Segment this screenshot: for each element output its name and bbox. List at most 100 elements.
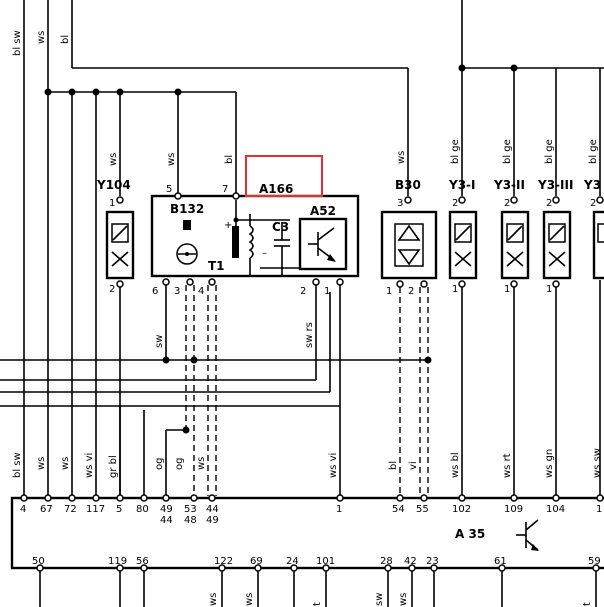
wire-label: bl (60, 35, 71, 44)
component-label: B132 (170, 202, 204, 216)
component-label: C3 (272, 220, 289, 234)
component-label: A52 (310, 204, 336, 218)
pin-label: 50 (32, 556, 45, 567)
wire-label: ws gn (544, 449, 555, 478)
highlight-box (245, 155, 323, 197)
wire-label: ws (196, 457, 207, 470)
pin-label: 80 (136, 504, 149, 515)
pin-label: 1 (324, 286, 330, 297)
svg-text:–: – (262, 248, 267, 259)
pin-label: 49 (160, 504, 173, 515)
pin-label: 44 (160, 515, 173, 526)
wire-label: gr bl (108, 455, 119, 478)
pin-label: 55 (416, 504, 429, 515)
pin-label: 2 (452, 198, 458, 209)
component-label: B30 (395, 178, 421, 192)
pin-label: 24 (286, 556, 299, 567)
lower-wire-labels: bl sw ws ws ws vi gr bl og og ws ws vi b… (12, 448, 603, 478)
pin-label: 104 (546, 504, 565, 515)
svg-text:+: + (224, 220, 232, 231)
wire-label: ws (398, 593, 409, 606)
pin-label: 69 (250, 556, 263, 567)
wire-label: t (582, 602, 593, 606)
wire-label: ws (166, 153, 177, 166)
component-label: A166 (259, 182, 293, 196)
wire-label: ws vi (328, 453, 339, 478)
wire-label: bl sw (12, 452, 23, 478)
component-label: Y3-III (537, 178, 573, 192)
component-label: Y3 (583, 178, 601, 192)
component-y3-1: Y3-I 2 1 (448, 178, 478, 295)
pin-label: 54 (392, 504, 405, 515)
component-label: Y104 (96, 178, 131, 192)
component-y3-2: Y3-II 2 1 (493, 178, 530, 295)
wire-label: bl sw (12, 30, 23, 56)
pin-label: 2 (504, 198, 510, 209)
pin-label: 117 (86, 504, 105, 515)
bottom-wires: ws ws t sw ws t (39, 571, 597, 607)
component-a35: 4 67 72 117 5 80 49 53 44 1 54 55 102 10… (10, 494, 604, 572)
pin-label: 101 (316, 556, 335, 567)
wire-label: bl ge (544, 139, 555, 164)
pin-label: 2 (109, 284, 115, 295)
component-label: Y3-I (448, 178, 475, 192)
component-b132: 5 7 B132 A166 T1 + – C3 A52 (150, 182, 360, 297)
pin-label: 5 (116, 504, 122, 515)
pin-label: 53 (184, 504, 197, 515)
pin-label: 119 (108, 556, 127, 567)
pin-label: 7 (222, 184, 228, 195)
pin-label: 49 (206, 515, 219, 526)
pin-label: 4 (20, 504, 26, 515)
pin-label: 61 (494, 556, 507, 567)
pin-label: 3 (174, 286, 180, 297)
wire-label: ws (36, 31, 47, 44)
wire-label: ws (108, 153, 119, 166)
pin-label: 1 (546, 284, 552, 295)
wire-label: ws (208, 593, 219, 606)
wire-label: ws (60, 457, 71, 470)
wire-label: sw (374, 593, 385, 606)
pin-label: 109 (504, 504, 523, 515)
wire-label: ws vi (84, 453, 95, 478)
wire-label: ws (396, 151, 407, 164)
pin-label: 67 (40, 504, 53, 515)
wire-label: bl ge (502, 139, 513, 164)
pin-label: 2 (300, 286, 306, 297)
wire-label: bl (388, 461, 399, 470)
wire-label: ws (36, 457, 47, 470)
component-label: T1 (208, 259, 225, 273)
pin-label: 5 (166, 184, 172, 195)
component-y3-3: Y3-III 2 1 (537, 178, 573, 295)
pin-label: 72 (64, 504, 77, 515)
wire-label: bl ge (450, 139, 461, 164)
wire-label: sw (154, 335, 165, 348)
top-left-wires: bl sw ws bl (12, 0, 73, 496)
component-label: A 35 (455, 527, 485, 541)
pin-label: 6 (152, 286, 158, 297)
pin-label: 1 (336, 504, 342, 515)
pin-label: 2 (408, 286, 414, 297)
wire-label: bl ge (588, 139, 599, 164)
pin-label: 2 (590, 198, 596, 209)
pin-label: 28 (380, 556, 393, 567)
wire-label: ws (244, 593, 255, 606)
pin-label: 1 (109, 198, 115, 209)
pin-label: 1 (452, 284, 458, 295)
pin-label: 59 (588, 556, 601, 567)
component-label: Y3-II (493, 178, 525, 192)
pin-label: 1 (504, 284, 510, 295)
pin-label: 42 (404, 556, 417, 567)
pin-label: 4 (198, 286, 204, 297)
wire-label: og (174, 458, 185, 470)
component-b30: B30 3 1 2 (380, 178, 438, 297)
wire-label: ws bl (450, 452, 461, 478)
wire-label: og (154, 458, 165, 470)
pin-label: 2 (546, 198, 552, 209)
wire-label: ws sw (592, 448, 603, 478)
pin-label: 56 (136, 556, 149, 567)
wire-label: bl (224, 155, 235, 164)
component-y104: Y104 1 2 (96, 178, 135, 496)
pin-label: 1 (386, 286, 392, 297)
pin-label: 1 (596, 504, 602, 515)
